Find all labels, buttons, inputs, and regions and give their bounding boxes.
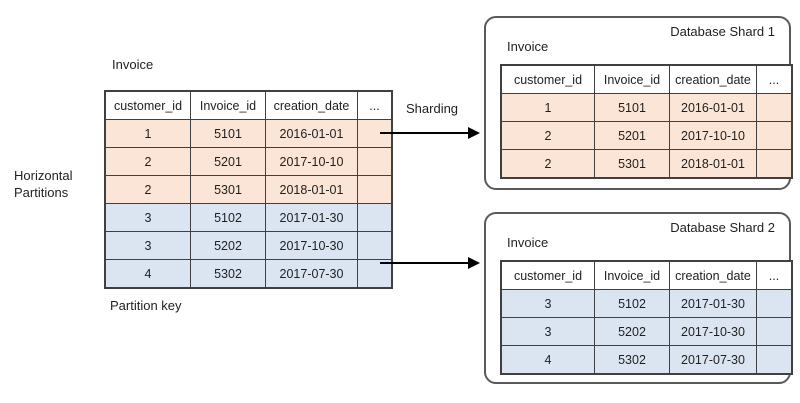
- table-cell: 2: [500, 149, 595, 179]
- table-cell: 5302: [594, 345, 670, 375]
- column-header: customer_id: [104, 90, 191, 120]
- table-cell: [756, 317, 793, 346]
- table-cell: [756, 345, 793, 375]
- sharding-arrow-top: [380, 127, 480, 139]
- horizontal-partitions-label: Horizontal Partitions: [14, 168, 73, 200]
- table-cell: 1: [500, 93, 595, 122]
- table-cell: [756, 149, 793, 179]
- table-cell: 2: [104, 175, 191, 204]
- table-cell: 2018-01-01: [669, 149, 757, 179]
- table-cell: 5201: [594, 121, 670, 150]
- column-header: creation_date: [669, 64, 757, 94]
- shard-2-table-title: Invoice: [507, 235, 549, 250]
- table-cell: 2017-10-10: [669, 121, 757, 150]
- table-cell: 5101: [190, 119, 266, 148]
- column-header: creation_date: [265, 90, 358, 120]
- table-cell: 2016-01-01: [265, 119, 358, 148]
- table-cell: [357, 203, 393, 232]
- table-cell: 2017-01-30: [265, 203, 358, 232]
- column-header: customer_id: [500, 260, 595, 290]
- table-cell: 2017-10-30: [669, 317, 757, 346]
- table-cell: 3: [500, 289, 595, 318]
- table-cell: 5302: [190, 259, 266, 289]
- table-cell: 2016-01-01: [669, 93, 757, 122]
- table-cell: 2017-10-10: [265, 147, 358, 176]
- table-cell: 2017-07-30: [265, 259, 358, 289]
- table-cell: 2017-01-30: [669, 289, 757, 318]
- table-cell: [357, 147, 393, 176]
- table-cell: 5102: [190, 203, 266, 232]
- column-header: creation_date: [669, 260, 757, 290]
- table-cell: 2017-10-30: [265, 231, 358, 260]
- shard-1-title: Database Shard 1: [670, 24, 775, 39]
- sharding-label: Sharding: [406, 101, 459, 116]
- table-cell: 5102: [594, 289, 670, 318]
- main-table-title: Invoice: [112, 57, 154, 72]
- partition-key-label: Partition key: [110, 298, 182, 313]
- table-cell: 5301: [190, 175, 266, 204]
- shard-2-title: Database Shard 2: [670, 220, 775, 235]
- table-cell: 3: [104, 203, 191, 232]
- shard-1-table-title: Invoice: [507, 39, 549, 54]
- table-cell: 5101: [594, 93, 670, 122]
- table-cell: 5201: [190, 147, 266, 176]
- table-cell: 2: [500, 121, 595, 150]
- table-cell: [756, 93, 793, 122]
- table-cell: 3: [104, 231, 191, 260]
- column-header: Invoice_id: [594, 64, 670, 94]
- column-header: ...: [357, 90, 393, 120]
- table-cell: 4: [500, 345, 595, 375]
- table-cell: 4: [104, 259, 191, 289]
- table-cell: 2: [104, 147, 191, 176]
- table-cell: [756, 121, 793, 150]
- table-cell: 5301: [594, 149, 670, 179]
- table-cell: [357, 175, 393, 204]
- sharding-arrow-bottom: [380, 257, 480, 269]
- table-cell: 2017-07-30: [669, 345, 757, 375]
- column-header: Invoice_id: [594, 260, 670, 290]
- table-cell: 2018-01-01: [265, 175, 358, 204]
- column-header: ...: [756, 64, 793, 94]
- table-cell: 5202: [190, 231, 266, 260]
- column-header: Invoice_id: [190, 90, 266, 120]
- table-cell: 3: [500, 317, 595, 346]
- table-cell: [756, 289, 793, 318]
- table-cell: 1: [104, 119, 191, 148]
- column-header: customer_id: [500, 64, 595, 94]
- table-cell: [357, 231, 393, 260]
- table-cell: 5202: [594, 317, 670, 346]
- column-header: ...: [756, 260, 793, 290]
